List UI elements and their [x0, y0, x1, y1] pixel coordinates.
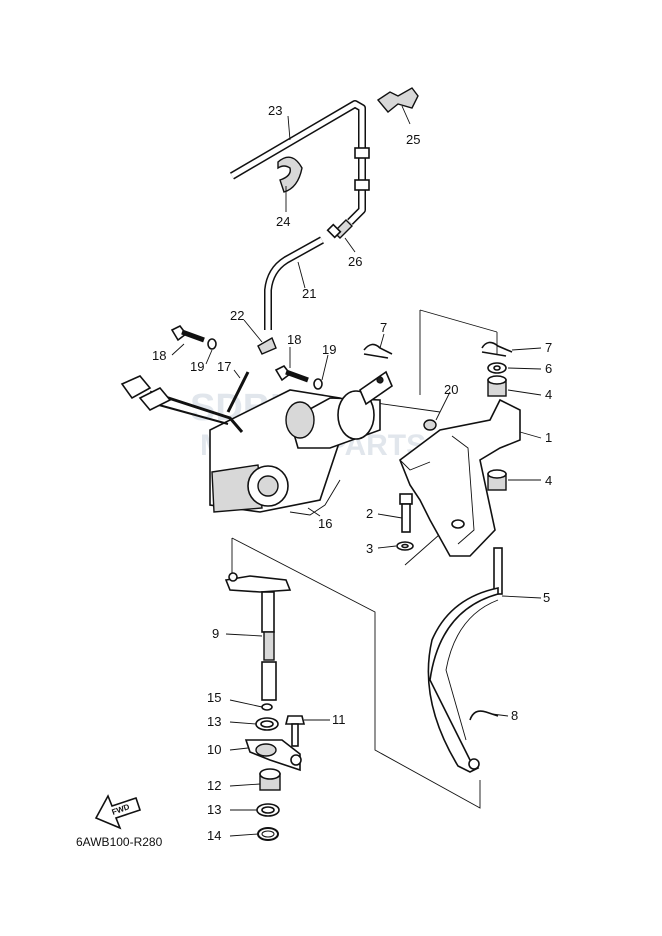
bracket-1 [399, 398, 521, 557]
leader-lines [171, 105, 542, 837]
bolt-11 [284, 715, 306, 747]
callout-16: 16 [318, 516, 332, 531]
washer-3 [396, 541, 414, 551]
bolt-18-right [274, 364, 323, 390]
callout-22: 22 [230, 308, 244, 323]
callout-6: 6 [545, 361, 552, 376]
bushing-4-lower [487, 469, 507, 491]
throttle-lever-5 [427, 547, 503, 773]
callout-10: 10 [207, 742, 221, 757]
lever-10 [244, 739, 302, 772]
joint-26 [326, 219, 353, 239]
fwd-arrow-icon: FWD [94, 794, 142, 830]
cable-tie-17 [226, 371, 250, 413]
callout-9: 9 [212, 626, 219, 641]
shaft-lever-9 [224, 572, 292, 701]
callout-3: 3 [366, 541, 373, 556]
hose-21 [264, 236, 324, 330]
washer-6 [487, 362, 507, 374]
callout-26: 26 [348, 254, 362, 269]
clamp-25 [376, 87, 419, 113]
callout-7-left: 7 [380, 320, 387, 335]
callout-4-lower: 4 [545, 473, 552, 488]
callout-23: 23 [268, 103, 282, 118]
washer-13-upper [255, 717, 279, 731]
callout-24: 24 [276, 214, 290, 229]
callout-11: 11 [332, 712, 346, 727]
clip-22 [257, 336, 277, 355]
callout-18-left: 18 [152, 348, 166, 363]
clip-8 [469, 710, 499, 721]
callout-21: 21 [302, 286, 316, 301]
circlip-14 [257, 827, 279, 841]
bolt-18-left [170, 324, 217, 350]
bolt-2 [399, 493, 413, 533]
clip-7-right [481, 341, 513, 357]
o-ring-15 [261, 703, 273, 711]
holder-24 [277, 156, 303, 193]
callout-labels: 1 2 3 4 4 5 6 7 7 8 9 10 11 12 13 13 14 … [152, 103, 552, 843]
diagram-code: 6AWB100-R280 [76, 835, 163, 849]
callout-13-upper: 13 [207, 714, 221, 729]
callout-19-left: 19 [190, 359, 204, 374]
clip-7-left [363, 343, 393, 359]
washer-13-lower [256, 803, 280, 817]
callout-12: 12 [207, 778, 221, 793]
callout-1: 1 [545, 430, 552, 445]
callout-4-upper: 4 [545, 387, 552, 402]
callout-14: 14 [207, 828, 221, 843]
bushing-4-upper [487, 375, 507, 397]
callout-19-right: 19 [322, 342, 336, 357]
actuator-assembly-16 [209, 370, 393, 516]
callout-18-right: 18 [287, 332, 301, 347]
callout-20: 20 [444, 382, 458, 397]
callout-17: 17 [217, 359, 231, 374]
callout-15: 15 [207, 690, 221, 705]
callout-5: 5 [543, 590, 550, 605]
callout-8: 8 [511, 708, 518, 723]
callout-2: 2 [366, 506, 373, 521]
bushing-12 [259, 768, 281, 791]
callout-7-right: 7 [545, 340, 552, 355]
wire-harness [120, 375, 244, 433]
callout-25: 25 [406, 132, 420, 147]
hose-23 [229, 100, 370, 225]
callout-13-lower: 13 [207, 802, 221, 817]
